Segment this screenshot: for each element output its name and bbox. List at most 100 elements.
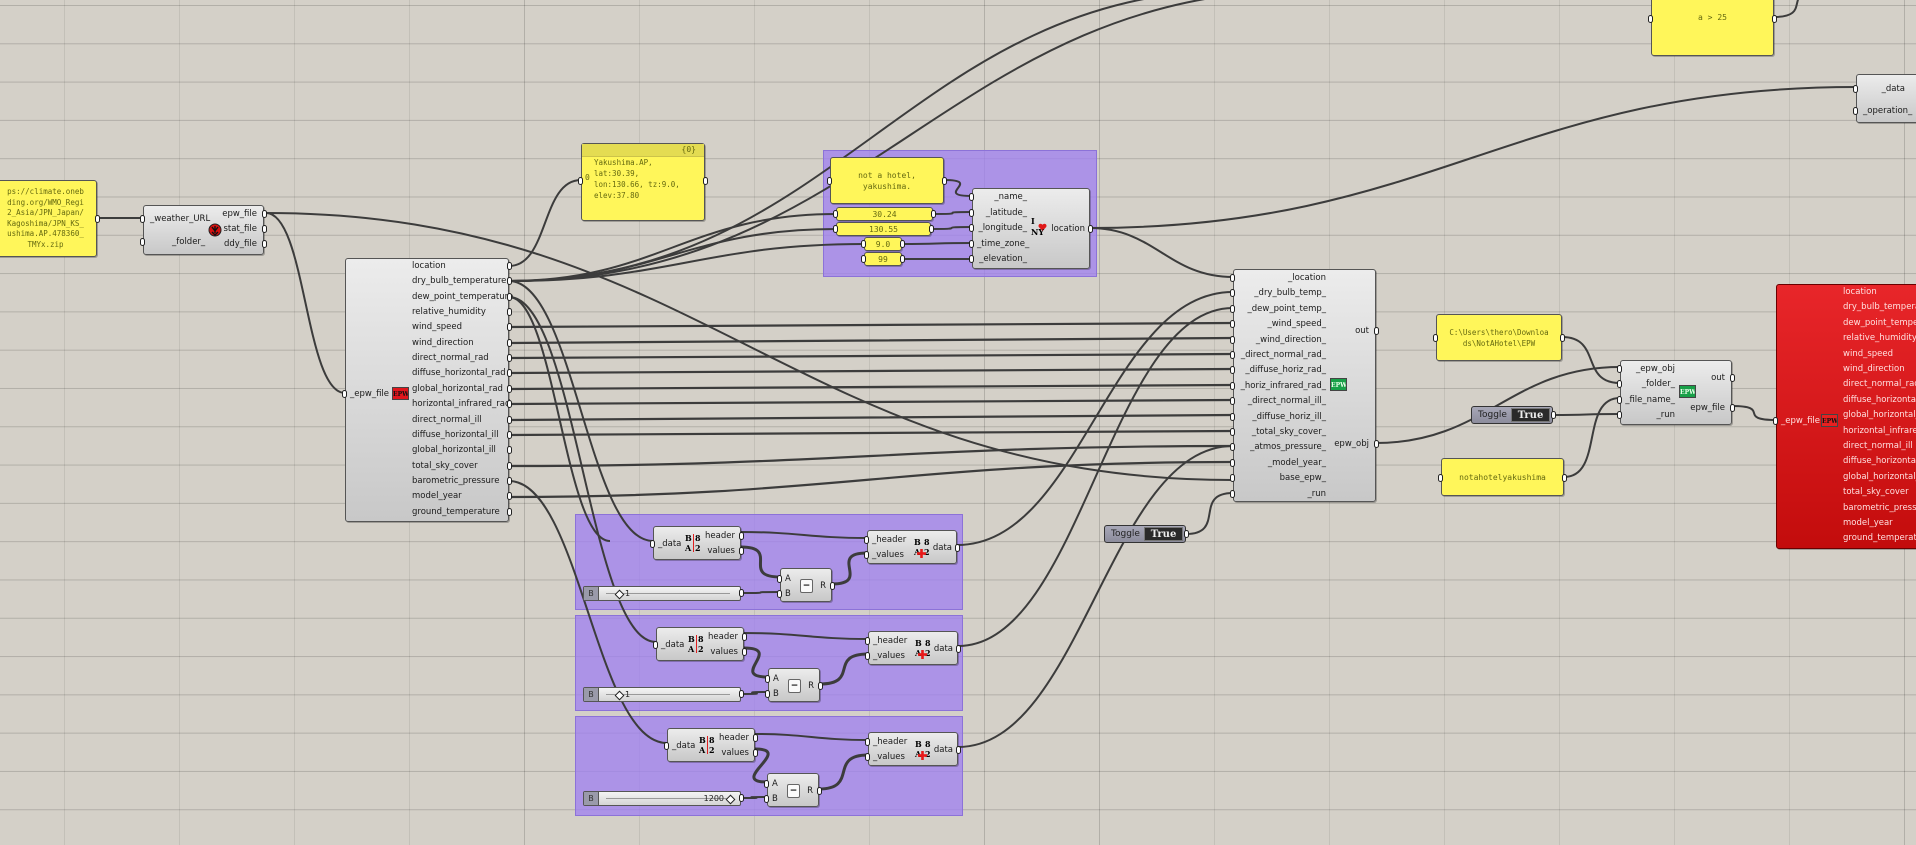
port-out-epw-obj[interactable] (1374, 440, 1379, 448)
port-out-r[interactable] (830, 582, 835, 590)
download-weather-component[interactable]: _weather_URL _folder_ epw_file stat_file… (140, 205, 267, 255)
longitude-panel[interactable]: 130.55 (833, 222, 934, 236)
condition-panel[interactable]: a > 25 (1648, 0, 1777, 56)
port-out-out[interactable] (1374, 327, 1379, 335)
port-out-diffuse-horizontal-rad[interactable] (507, 369, 512, 378)
port-in-header[interactable] (865, 738, 870, 746)
port-in-direct-normal-ill[interactable] (1230, 397, 1235, 406)
port-in-name[interactable] (969, 193, 974, 201)
port-out-barometric-pressure[interactable] (507, 476, 512, 485)
port-out-direct-normal-rad[interactable] (507, 354, 512, 363)
toggle-value[interactable]: True (1144, 527, 1183, 541)
modify-epw-component[interactable]: EPW out epw_obj _location_dry_bulb_temp_… (1230, 269, 1379, 502)
name-panel-input-port[interactable] (827, 177, 832, 185)
run-toggle-write[interactable]: Toggle True (1471, 406, 1556, 424)
port-in-file-name[interactable] (1617, 395, 1622, 404)
port-in-operation[interactable] (1853, 107, 1858, 115)
port-in-data[interactable] (650, 540, 655, 548)
elevation-panel-output-port[interactable] (900, 255, 905, 263)
port-out-global-horizontal-ill[interactable] (507, 446, 512, 455)
port-out-relative-humidity[interactable] (507, 308, 512, 317)
toggle-value[interactable]: True (1511, 408, 1550, 422)
longitude-panel-output-port[interactable] (929, 225, 934, 233)
port-in-time-zone[interactable] (969, 239, 974, 248)
port-out-dry-bulb-temperature[interactable] (507, 277, 512, 286)
port-out-header[interactable] (739, 532, 744, 540)
port-out-r[interactable] (818, 682, 823, 690)
port-out-out[interactable] (1730, 374, 1735, 382)
port-out-location[interactable] (1088, 225, 1093, 233)
toggle-output-port[interactable] (1551, 411, 1556, 419)
filename-panel-input-port[interactable] (1438, 474, 1443, 482)
port-in-b[interactable] (765, 690, 770, 698)
port-in-wind-speed[interactable] (1230, 320, 1235, 329)
port-out-wind-speed[interactable] (507, 323, 512, 332)
port-out-values[interactable] (753, 749, 758, 757)
construct-location-component[interactable]: I NY location _name__latitude__longitude… (969, 188, 1093, 269)
port-out-r[interactable] (817, 787, 822, 795)
slider-track[interactable] (606, 798, 730, 799)
location-output-panel[interactable]: {0} 0 Yakushima.AP, lat:30.39, lon:130.6… (578, 143, 708, 221)
port-in-direct-normal-rad[interactable] (1230, 351, 1235, 359)
port-out-wind-direction[interactable] (507, 338, 512, 347)
filename-panel-output-port[interactable] (1562, 474, 1567, 482)
port-out-dew-point-temperature[interactable] (507, 292, 512, 301)
timezone-panel[interactable]: 9.0 (861, 237, 905, 251)
port-out-header[interactable] (753, 734, 758, 742)
port-out-values[interactable] (742, 648, 747, 656)
port-out-horizontal-infrared-rad[interactable] (507, 400, 512, 409)
slider-track[interactable] (606, 694, 730, 695)
port-in-run[interactable] (1230, 489, 1235, 498)
port-in-a[interactable] (765, 675, 770, 683)
port-in-model-year[interactable] (1230, 458, 1235, 467)
port-in-data[interactable] (653, 641, 658, 649)
port-in-epw-file[interactable] (342, 390, 347, 398)
port-out-diffuse-horizontal-ill[interactable] (507, 430, 512, 439)
port-in-header[interactable] (864, 536, 869, 544)
port-out-data[interactable] (956, 746, 961, 754)
write-epw-component[interactable]: EPW out epw_file _epw_obj_folder__file_n… (1617, 360, 1735, 425)
port-in-base-epw[interactable] (1230, 474, 1235, 483)
name-panel-output-port[interactable] (942, 177, 947, 185)
slider-knob[interactable] (614, 690, 625, 701)
longitude-panel-input-port[interactable] (833, 225, 838, 233)
file-name-panel[interactable]: notahotelyakushima (1438, 458, 1567, 496)
port-out-location[interactable] (507, 262, 512, 270)
port-out-total-sky-cover[interactable] (507, 461, 512, 470)
toggle-output-port[interactable] (1184, 530, 1189, 538)
latitude-panel-output-port[interactable] (931, 210, 936, 218)
port-in-epw-file[interactable] (1773, 417, 1778, 425)
slider-output-port[interactable] (739, 690, 744, 698)
url-panel-output-port[interactable] (95, 215, 100, 223)
elevation-panel[interactable]: 99 (861, 252, 905, 266)
apply-operation-component[interactable]: _data _operation_ D (1853, 74, 1916, 123)
folder-panel-input-port[interactable] (1433, 334, 1438, 342)
port-in-b[interactable] (777, 590, 782, 598)
port-in-values[interactable] (865, 652, 870, 660)
port-in-dry-bulb-temp[interactable] (1230, 289, 1235, 298)
port-in-total-sky-cover[interactable] (1230, 428, 1235, 436)
port-out-epw-file[interactable] (1730, 404, 1735, 412)
latitude-panel[interactable]: 30.24 (833, 207, 936, 221)
port-in-epw-obj[interactable] (1617, 365, 1622, 373)
port-in-location[interactable] (1230, 274, 1235, 282)
port-in-folder[interactable] (1617, 380, 1622, 389)
slider-knob[interactable] (614, 589, 625, 600)
port-in-run[interactable] (1617, 411, 1622, 420)
port-out-ground-temperature[interactable] (507, 507, 512, 516)
port-out-data[interactable] (956, 645, 961, 653)
port-in-elevation[interactable] (969, 255, 974, 264)
port-in-longitude[interactable] (969, 224, 974, 233)
latitude-panel-input-port[interactable] (833, 210, 838, 218)
port-out-direct-normal-ill[interactable] (507, 415, 512, 424)
port-out-values[interactable] (739, 547, 744, 555)
port-in-a[interactable] (764, 780, 769, 788)
slider-output-port[interactable] (739, 589, 744, 597)
location-panel-output-port[interactable] (703, 177, 708, 185)
